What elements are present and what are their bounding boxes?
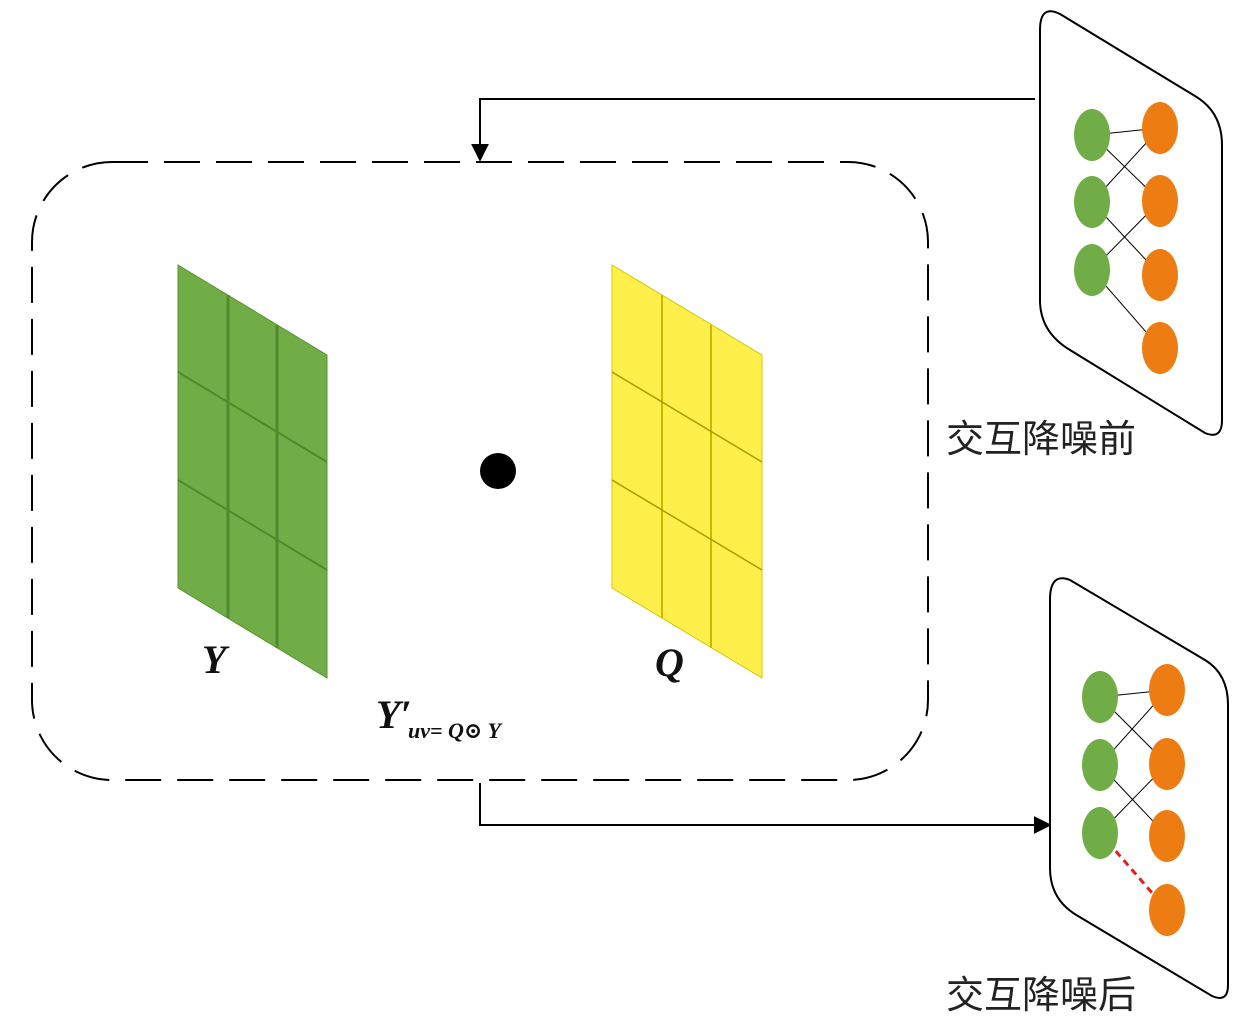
panel-before-frame bbox=[1039, 10, 1223, 436]
item-node bbox=[1142, 102, 1178, 154]
matrix-q bbox=[611, 264, 763, 679]
panel-after-frame bbox=[1049, 577, 1229, 999]
user-node bbox=[1082, 807, 1118, 859]
caption-before-denoising: 交互降噪前 bbox=[946, 417, 1136, 461]
user-node bbox=[1074, 109, 1110, 161]
item-node bbox=[1149, 884, 1185, 936]
arrow-to-after-panel bbox=[479, 783, 1052, 834]
user-node bbox=[1074, 176, 1110, 228]
matrix-y-plane bbox=[177, 264, 328, 679]
user-node bbox=[1082, 739, 1118, 791]
item-node bbox=[1142, 175, 1178, 227]
item-node bbox=[1149, 664, 1185, 716]
panel-before-denoising bbox=[1039, 10, 1223, 436]
matrix-y-hgrid-1 bbox=[177, 371, 328, 463]
item-node bbox=[1149, 738, 1185, 790]
item-node bbox=[1149, 810, 1185, 862]
panel-after-nodes bbox=[1082, 664, 1185, 936]
product-operator-dot bbox=[480, 453, 516, 489]
matrix-y-hgrid-2 bbox=[177, 479, 328, 571]
formula-main: Y′ bbox=[376, 692, 412, 737]
panel-after-denoising bbox=[1049, 577, 1229, 999]
dashed-container bbox=[31, 161, 929, 781]
matrix-q-label: Q bbox=[655, 640, 684, 685]
matrix-q-plane bbox=[611, 264, 763, 679]
arrow-from-before-panel bbox=[471, 98, 1035, 162]
user-node bbox=[1082, 671, 1118, 723]
item-node bbox=[1142, 322, 1178, 374]
matrix-y-label: Y bbox=[202, 637, 230, 682]
panel-before-nodes bbox=[1074, 102, 1178, 374]
formula-subscript: uv= Q⊙ Y bbox=[408, 718, 503, 743]
user-node bbox=[1074, 244, 1110, 296]
caption-after-denoising: 交互降噪后 bbox=[946, 973, 1136, 1017]
matrix-y bbox=[177, 264, 328, 679]
matrix-q-hgrid-2 bbox=[611, 479, 763, 571]
matrix-q-hgrid-1 bbox=[611, 371, 763, 463]
item-node bbox=[1142, 249, 1178, 301]
